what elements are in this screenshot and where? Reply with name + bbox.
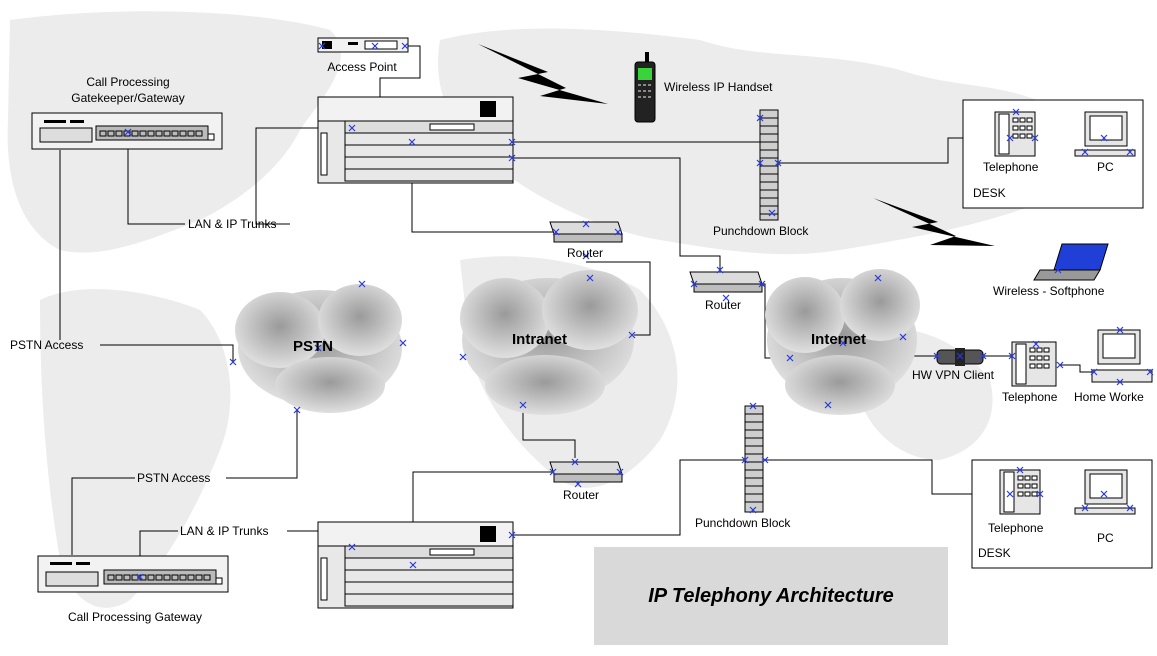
link-pstn-access-bottom [71,477,135,555]
link-gatekeeper-lan [127,132,185,225]
cloud-pstn [235,284,402,413]
lan-trunks-bottom-label: LAN & IP Trunks [180,524,269,538]
switch-chassis-bottom [317,521,514,609]
wireless-ip-handset-icon [634,52,656,123]
cloud-intranet-label: Intranet [512,331,568,348]
connection-lines [59,45,1094,577]
link-pstn-access-left [100,344,234,362]
wireless-handset-label: Wireless IP Handset [664,80,773,94]
punchdown-bottom-label: Punchdown Block [695,516,791,530]
router-mid-icon [689,271,763,293]
punchdown-block-bottom-icon [744,405,764,513]
desk-bottom-pc-label: PC [1097,531,1114,545]
router-bottom-icon [549,461,623,483]
cloud-internet-label: Internet [811,331,867,348]
wireless-signal-icon-top [478,44,608,104]
call-processing-gateway-device [37,555,229,593]
pc-desk-top-icon [1074,111,1136,157]
link-lan-switch-top [255,127,352,225]
cloud-pstn-label: PSTN [293,338,334,355]
call-processing-bottom-label: Call Processing Gateway [67,610,203,624]
pstn-access-left-label: PSTN Access [10,338,84,352]
punchdown-block-top-icon [759,109,779,221]
diagram-title-box: IP Telephony Architecture [594,547,948,645]
diagram-title: IP Telephony Architecture [648,584,894,607]
call-processing-top-label: Call Processing Gatekeeper/Gateway [71,75,185,105]
wireless-signal-icon-right [873,198,995,246]
desk-top-pc-label: PC [1097,160,1114,174]
pstn-access-bottom-label: PSTN Access [137,471,211,485]
link-switch-router-mid [512,157,721,270]
telephone-home-label: Telephone [1002,390,1058,404]
pc-desk-bottom-icon [1074,469,1136,515]
punchdown-top-label: Punchdown Block [713,224,809,238]
desk-bottom-telephone-label: Telephone [988,521,1044,535]
router-top-label: Router [566,246,604,260]
link-router-top-intranet [586,261,651,336]
cloud-internet [765,269,920,415]
desk-bottom-desk-label: DESK [978,546,1011,560]
router-bottom-label: Router [562,488,600,502]
switch-chassis-top [317,96,514,184]
telephone-desk-top-icon [994,111,1036,157]
link-switch-punchdown-bottom [512,459,745,536]
link-phone-homepc [1060,364,1094,373]
wireless-softphone-label: Wireless - Softphone [993,284,1105,298]
access-point-label: Access Point [327,60,397,74]
home-worker-label: Home Worke [1074,390,1144,404]
telephone-desk-bottom-icon [999,469,1041,515]
pc-home-icon [1091,329,1153,383]
telephone-home-icon [1011,341,1057,387]
hw-vpn-client-icon [936,348,984,366]
laptop-softphone-icon [1033,243,1109,281]
link-punchdown-desk-bottom [765,459,1010,495]
desk-top-desk-label: DESK [973,186,1006,200]
hw-vpn-client-label: HW VPN Client [912,368,995,382]
desk-top-telephone-label: Telephone [983,160,1039,174]
link-access-point [379,45,421,98]
lan-trunks-top-label: LAN & IP Trunks [188,217,277,231]
router-mid-label: Router [704,298,742,312]
router-top-icon [549,221,623,243]
link-pstn-bottom [226,410,298,479]
cloud-intranet [460,270,638,415]
access-point-device [317,37,409,53]
link-intranet-router-bottom [522,405,576,458]
